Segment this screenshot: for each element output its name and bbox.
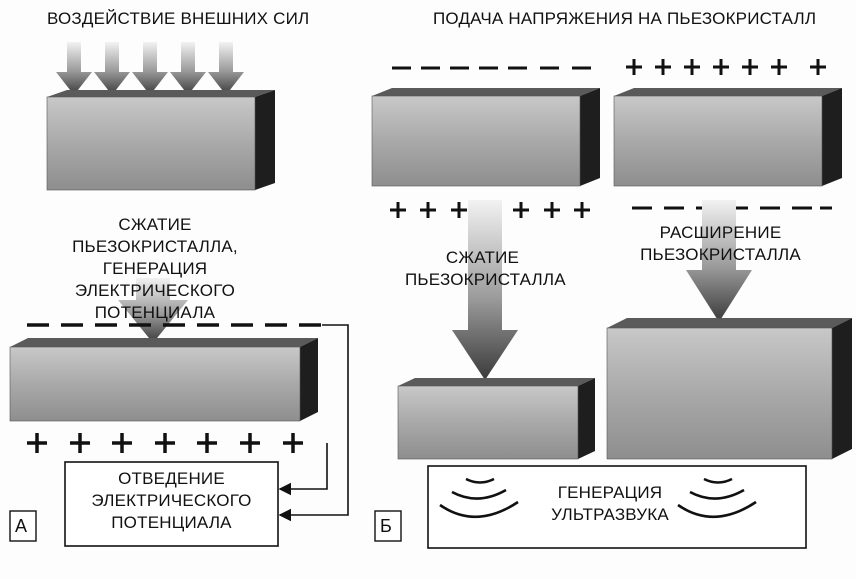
crystal-compressed-b: [397, 378, 595, 460]
positive-electrode: [27, 433, 303, 453]
plus-sign: [390, 202, 406, 218]
plus-sign: [112, 433, 132, 453]
crystal-initial-right: [613, 88, 842, 187]
plus-sign: [810, 59, 826, 75]
force-arrows: [56, 42, 244, 95]
crystal-compressed-a: [9, 338, 318, 422]
panel-a-compression-caption: СЖАТИЕ ПЬЕЗОКРИСТАЛЛА, ГЕНЕРАЦИЯ ЭЛЕКТРИ…: [72, 215, 238, 322]
panel-b-letter: Б: [380, 516, 393, 536]
plus-sign: [451, 202, 467, 218]
plus-sign: [713, 59, 729, 75]
compression-arrow-b: [452, 200, 518, 380]
wire-positive: [278, 443, 328, 496]
force-arrow: [56, 42, 92, 95]
wire-negative: [278, 324, 349, 522]
plus-sign: [626, 59, 642, 75]
panel-a-letter: А: [15, 516, 28, 536]
panel-b-compression-caption: СЖАТИЕ ПЬЕЗОКРИСТАЛЛА: [405, 248, 566, 289]
force-arrow: [132, 42, 168, 95]
positive-electrode-top: [626, 59, 826, 75]
plus-sign: [155, 433, 175, 453]
force-arrow: [208, 42, 244, 95]
crystal-initial-left: [371, 88, 600, 187]
plus-sign: [283, 433, 303, 453]
crystal-expanded-b: [606, 318, 852, 460]
force-arrow: [94, 42, 130, 95]
plus-sign: [655, 59, 671, 75]
panel-b-title: ПОДАЧА НАПРЯЖЕНИЯ НА ПЬЕЗОКРИСТАЛЛ: [433, 9, 817, 28]
plus-sign: [240, 433, 260, 453]
crystal-initial: [46, 90, 275, 191]
plus-sign: [27, 433, 47, 453]
panel-b-ultrasound-label: ГЕНЕРАЦИЯ УЛЬТРАЗВУКА: [551, 483, 669, 524]
panel-b-expansion-caption: РАСШИРЕНИЕ ПЬЕЗОКРИСТАЛЛА: [640, 223, 801, 264]
plus-sign: [544, 202, 560, 218]
plus-sign: [684, 59, 700, 75]
plus-sign: [420, 202, 436, 218]
plus-sign: [197, 433, 217, 453]
panel-b-letter-box: [374, 510, 402, 542]
plus-sign: [70, 433, 90, 453]
sound-waves-left-icon: [439, 477, 519, 519]
plus-sign: [771, 59, 787, 75]
plus-sign: [742, 59, 758, 75]
plus-sign: [513, 202, 529, 218]
panel-a-title: ВОЗДЕЙСТВИЕ ВНЕШНИХ СИЛ: [47, 9, 310, 28]
panel-a-output-label: ОТВЕДЕНИЕ ЭЛЕКТРИЧЕСКОГО ПОТЕНЦИАЛА: [91, 469, 252, 532]
expansion-arrow-b: [686, 200, 752, 322]
plus-sign: [574, 202, 590, 218]
sound-waves-right-icon: [677, 477, 757, 519]
compression-arrow: [118, 278, 188, 343]
output-box: [64, 461, 279, 547]
panel-a-letter-box: [9, 510, 37, 542]
force-arrow: [170, 42, 206, 95]
